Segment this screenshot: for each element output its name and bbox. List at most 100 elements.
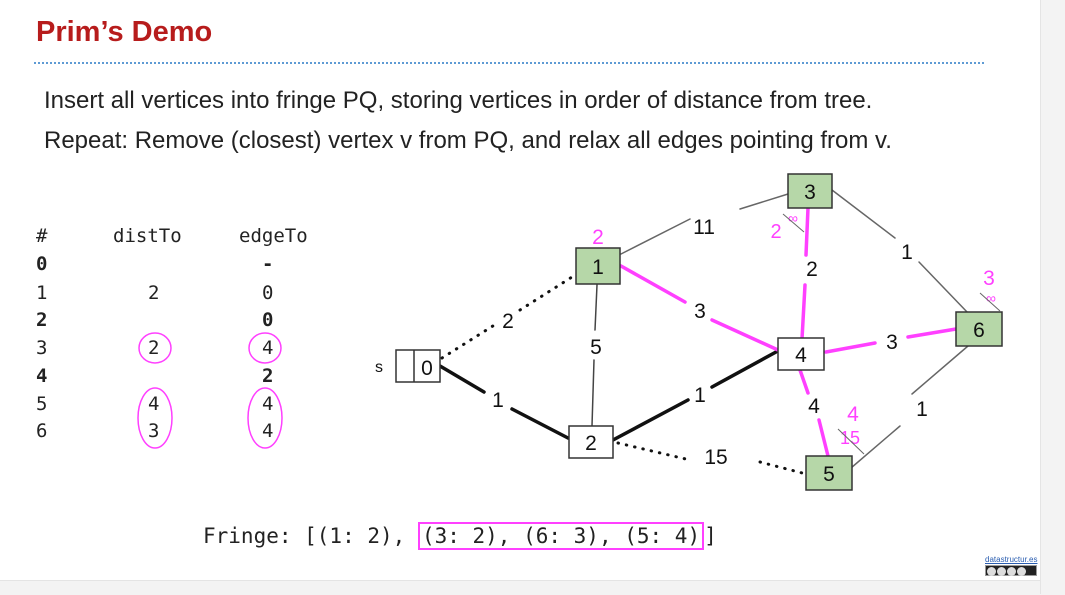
highlight-circle: [248, 332, 282, 364]
table-row-distto: 2: [148, 337, 160, 359]
edge-1-4: [619, 264, 687, 304]
vertex-6: [955, 311, 1003, 347]
table-row-vertex: 2: [36, 309, 48, 331]
edge-2-5: [758, 460, 808, 476]
header-vertex: #: [36, 225, 48, 247]
edge-3-6: [918, 261, 969, 314]
vertex-label: 6: [973, 319, 985, 342]
edge-weight: 3: [694, 300, 706, 323]
bottom-gutter: [0, 580, 1040, 595]
edge-0-2: [438, 364, 486, 394]
dist-crossed: 15: [840, 428, 860, 448]
dist-annotation: 2: [592, 226, 604, 249]
fringe-suffix: ]: [704, 524, 717, 548]
license-badge: datastructur.es: [985, 555, 1037, 579]
edge-1-2: [591, 359, 595, 427]
edge-0-2: [510, 407, 570, 440]
edge-weight: 1: [901, 241, 913, 264]
title-divider: [34, 62, 984, 64]
slide-title: Prim’s Demo: [36, 16, 213, 48]
edge-4-5: [817, 418, 830, 458]
edge-weight: 11: [693, 216, 715, 239]
table-row-edgeto: 0: [262, 282, 274, 304]
edge-weight: 1: [492, 389, 504, 412]
fringe-highlight: (3: 2), (6: 3), (5: 4): [417, 522, 705, 550]
table-row-distto: 3: [148, 420, 160, 442]
vertex-0: [395, 349, 441, 383]
table-row-distto: 2: [148, 282, 160, 304]
edge-1-2: [594, 284, 598, 331]
edge-4-6: [906, 327, 958, 339]
bullet-insert: Insert all vertices into fringe PQ, stor…: [44, 87, 873, 114]
vertex-4: [777, 337, 825, 371]
vertex-5: [805, 455, 853, 491]
table-row-edgeto: 4: [262, 393, 274, 415]
edge-5-6: [850, 425, 901, 469]
highlight-circle: [247, 387, 283, 449]
dist-annotation: 4: [847, 403, 859, 426]
table-row-edgeto: 4: [262, 337, 274, 359]
table-row-vertex: 3: [36, 337, 48, 359]
source-label: s: [375, 359, 383, 376]
edge-3-4: [800, 283, 807, 341]
edge-4-5: [798, 368, 810, 395]
edge-weight: 2: [806, 258, 818, 281]
table-row-edgeto: 2: [262, 365, 274, 387]
edge-0-1: [440, 322, 498, 360]
edge-4-6: [824, 341, 877, 354]
vertex-1: [575, 247, 621, 285]
table-row-vertex: 6: [36, 420, 48, 442]
vertex-label: 5: [823, 463, 835, 486]
highlight-circle: [138, 332, 172, 364]
license-link[interactable]: datastructur.es: [985, 555, 1038, 564]
vertex-3: [787, 173, 833, 209]
vertex-2: [568, 425, 614, 459]
edge-weight: 4: [808, 395, 820, 418]
edge-1-3: [739, 193, 789, 210]
edge-1-4: [710, 318, 780, 352]
table-row-vertex: 0: [36, 253, 48, 275]
edge-weight: 15: [704, 446, 727, 469]
dist-annotation: 2: [770, 221, 781, 243]
edge-3-6: [831, 189, 896, 239]
strike-line: [837, 428, 865, 455]
slide: Prim’s Demo Insert all vertices into fri…: [0, 0, 1040, 580]
edge-2-4: [611, 398, 690, 442]
dist-crossed: ∞: [788, 210, 798, 226]
vertex-label: 4: [795, 344, 807, 367]
edge-2-4: [710, 350, 778, 389]
edge-5-6: [911, 345, 969, 395]
edge-3-4: [804, 206, 810, 257]
fringe-line: Fringe: [(1: 2), (3: 2), (6: 3), (5: 4)]: [203, 522, 717, 550]
dist-crossed: ∞: [986, 290, 996, 306]
vertex-label: 3: [804, 181, 816, 204]
dist-annotation: 3: [983, 267, 995, 290]
edge-weight: 5: [590, 336, 602, 359]
highlight-circle: [137, 387, 173, 449]
header-edgeto: edgeTo: [239, 225, 308, 247]
table-row-vertex: 1: [36, 282, 48, 304]
bullet-repeat: Repeat: Remove (closest) vertex v from P…: [44, 127, 892, 154]
edge-0-1: [518, 275, 574, 312]
table-row-edgeto: 0: [262, 309, 274, 331]
edge-weight: 3: [886, 331, 898, 354]
fringe-prefix: Fringe: [(1: 2),: [203, 524, 418, 548]
vertex-label: 0: [421, 357, 433, 380]
header-distto: distTo: [113, 225, 182, 247]
table-row-edgeto: -: [262, 253, 274, 275]
graph-diagram: s 0 1 2 3 4 5 6 2 1 5 11 3 1 15 2 1 4 3 …: [137, 173, 1003, 491]
strike-line: [782, 213, 805, 233]
table-row-vertex: 5: [36, 393, 48, 415]
table-row-vertex: 4: [36, 365, 48, 387]
vertex-label: 1: [592, 256, 604, 279]
edge-weight: 1: [694, 384, 706, 407]
edge-1-3: [620, 218, 691, 255]
edge-weight: 1: [916, 398, 928, 421]
vertex-label: 2: [585, 432, 597, 455]
table-row-edgeto: 4: [262, 420, 274, 442]
strike-line: [979, 292, 1001, 312]
edge-weight: 2: [502, 310, 514, 333]
right-gutter: [1040, 0, 1065, 594]
edge-2-5: [616, 441, 692, 462]
table-row-distto: 4: [148, 393, 160, 415]
